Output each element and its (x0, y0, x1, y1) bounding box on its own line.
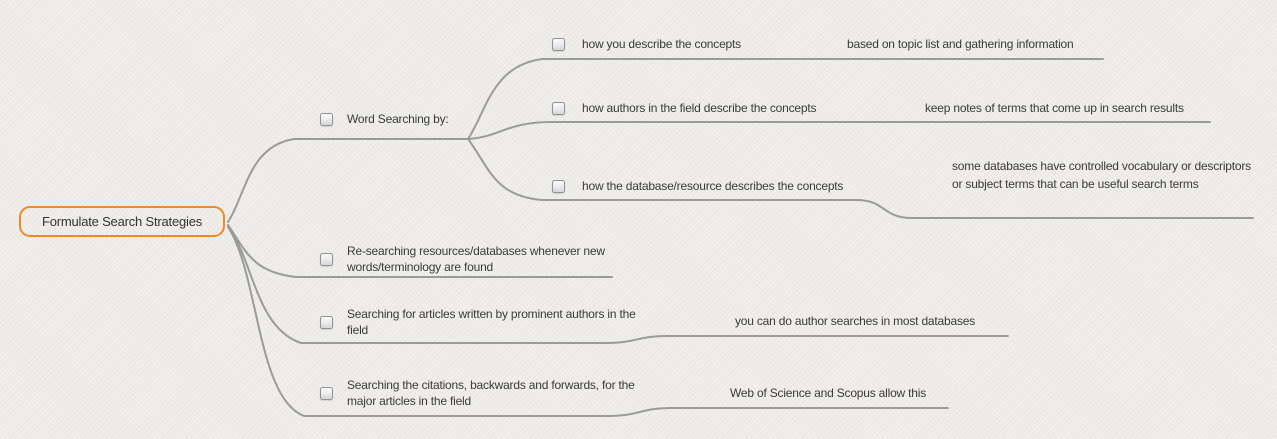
root-node-label: Formulate Search Strategies (41, 214, 203, 229)
note-label: based on topic list and gathering inform… (847, 37, 1074, 51)
node-label: Word Searching by: (347, 112, 449, 126)
root-node[interactable]: Formulate Search Strategies (19, 206, 225, 237)
node-how-you-describe[interactable]: how you describe the concepts (552, 36, 741, 52)
checkbox-icon[interactable] (320, 112, 333, 126)
node-how-database-describes[interactable]: how the database/resource describes the … (552, 178, 843, 194)
checkbox-icon[interactable] (552, 101, 565, 115)
node-label: Re-searching resources/databases wheneve… (347, 244, 605, 274)
node-citation-searching[interactable]: Searching the citations, backwards and f… (320, 377, 647, 409)
node-label: how authors in the field describe the co… (582, 101, 817, 115)
node-label: how you describe the concepts (582, 37, 741, 51)
note-how-authors-describe[interactable]: keep notes of terms that come up in sear… (925, 100, 1184, 118)
checkbox-icon[interactable] (320, 315, 333, 329)
connector-word-searching-to-how-database-describes (467, 138, 1254, 219)
node-label: Searching the citations, backwards and f… (347, 378, 635, 408)
note-how-you-describe[interactable]: based on topic list and gathering inform… (847, 36, 1074, 54)
note-author-searching[interactable]: you can do author searches in most datab… (735, 313, 975, 331)
note-label: keep notes of terms that come up in sear… (925, 101, 1184, 115)
connector-root-to-author-searching (227, 225, 1009, 344)
note-label: some databases have controlled vocabular… (952, 159, 1251, 191)
checkbox-icon[interactable] (552, 37, 565, 51)
connector-word-searching-to-how-you-describe (467, 58, 1104, 140)
checkbox-icon[interactable] (552, 179, 565, 193)
node-word-searching[interactable]: Word Searching by: (320, 111, 449, 127)
checkbox-icon[interactable] (320, 386, 333, 400)
checkbox-icon[interactable] (320, 252, 333, 266)
connector-root-to-word-searching (227, 138, 469, 223)
connector-word-searching-to-how-authors-describe (467, 121, 1211, 140)
note-label: Web of Science and Scopus allow this (730, 386, 927, 400)
note-how-database-describes[interactable]: some databases have controlled vocabular… (952, 158, 1254, 193)
node-how-authors-describe[interactable]: how authors in the field describe the co… (552, 100, 816, 116)
note-label: you can do author searches in most datab… (735, 314, 976, 328)
node-label: how the database/resource describes the … (582, 179, 844, 193)
node-re-searching[interactable]: Re-searching resources/databases wheneve… (320, 243, 622, 275)
node-label: Searching for articles written by promin… (347, 307, 636, 337)
node-author-searching[interactable]: Searching for articles written by promin… (320, 306, 655, 338)
note-citation-searching[interactable]: Web of Science and Scopus allow this (730, 385, 926, 403)
connector-root-to-citation-searching (227, 226, 949, 417)
